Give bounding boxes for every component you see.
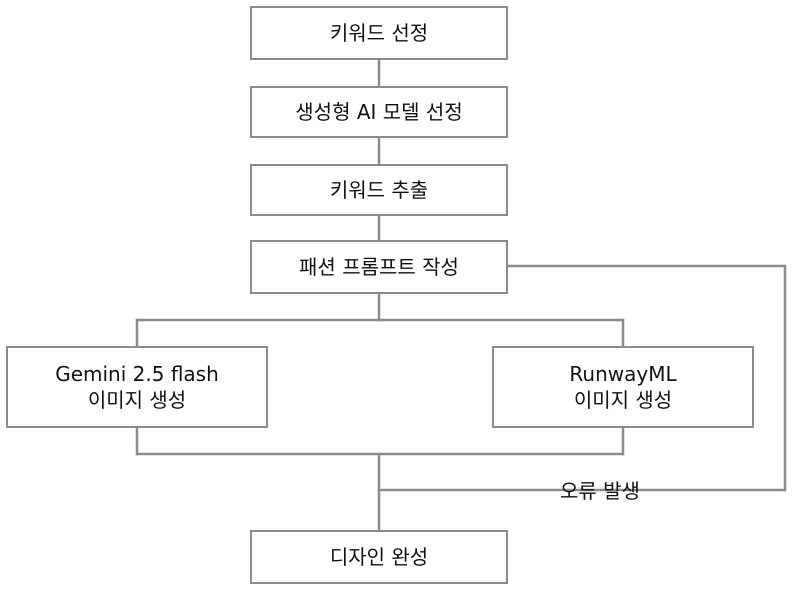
step-design-complete: 디자인 완성 <box>250 530 508 584</box>
step-keyword-extraction: 키워드 추출 <box>250 164 508 216</box>
step-runwayml-model-label: RunwayML <box>569 362 677 386</box>
step-gemini-image-generation: Gemini 2.5 flash 이미지 생성 <box>6 346 268 428</box>
step-gemini-model-label: Gemini 2.5 flash <box>55 362 219 386</box>
step-keyword-selection-label: 키워드 선정 <box>329 21 429 45</box>
error-occurred-label: 오류 발생 <box>560 479 640 503</box>
step-runwayml-image-generation: RunwayML 이미지 생성 <box>492 346 754 428</box>
error-feedback-loop <box>377 264 787 492</box>
step-fashion-prompt: 패션 프롬프트 작성 <box>250 240 508 294</box>
step-runwayml-action-label: 이미지 생성 <box>573 388 673 412</box>
step-ai-model-selection-label: 생성형 AI 모델 선정 <box>295 100 463 124</box>
step-keyword-extraction-label: 키워드 추출 <box>329 178 429 202</box>
step-gemini-action-label: 이미지 생성 <box>87 388 187 412</box>
step-design-complete-label: 디자인 완성 <box>329 545 429 569</box>
step-keyword-selection: 키워드 선정 <box>250 6 508 60</box>
step-fashion-prompt-label: 패션 프롬프트 작성 <box>299 255 459 279</box>
step-ai-model-selection: 생성형 AI 모델 선정 <box>250 86 508 138</box>
